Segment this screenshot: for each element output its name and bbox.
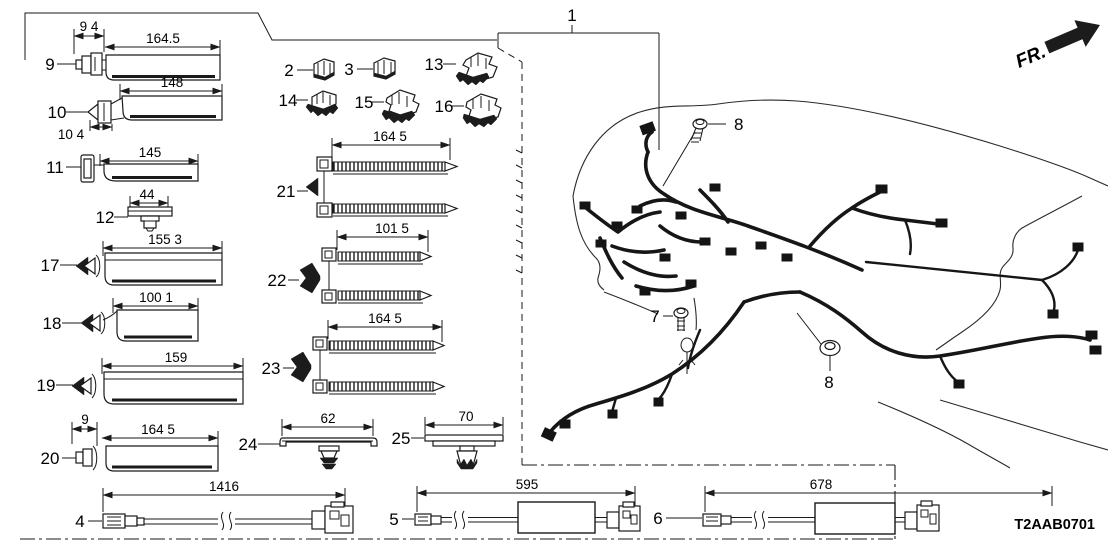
bolt-8-top bbox=[662, 118, 726, 187]
callout-13-label: 13 bbox=[425, 55, 444, 74]
dim-part22-length: 101 5 bbox=[375, 221, 409, 236]
part-18-drawing bbox=[62, 298, 199, 342]
part-12-drawing bbox=[114, 196, 173, 232]
dim-part18-length: 100 1 bbox=[139, 290, 173, 305]
callout-4-label: 4 bbox=[75, 512, 84, 531]
dim-part17-length: 155 3 bbox=[148, 232, 182, 247]
callout-7-label: 7 bbox=[650, 307, 659, 326]
fr-direction-indicator: FR. bbox=[1013, 20, 1100, 73]
callout-10-label: 10 bbox=[48, 103, 67, 122]
callout-3-label: 3 bbox=[344, 60, 353, 79]
callout-8-bottom-label: 8 bbox=[824, 373, 833, 392]
callout-21-label: 21 bbox=[277, 182, 296, 201]
dim-part20-length: 164 5 bbox=[141, 422, 175, 437]
part-20-drawing bbox=[62, 422, 219, 472]
part-19-drawing bbox=[56, 358, 244, 405]
dim-part12-length: 44 bbox=[139, 187, 155, 202]
grommet-8-bottom bbox=[796, 312, 841, 371]
dim-part9-length: 164.5 bbox=[146, 31, 180, 46]
dim-part11-length: 145 bbox=[139, 145, 162, 160]
callout-6-label: 6 bbox=[653, 509, 662, 528]
part-22-drawing bbox=[288, 230, 433, 304]
dim-part24-length: 62 bbox=[320, 411, 335, 426]
dashboard-outline bbox=[572, 99, 1108, 469]
dim-part10-length: 148 bbox=[161, 75, 184, 90]
callout-9-label: 9 bbox=[45, 55, 54, 74]
part-5-drawing bbox=[402, 486, 641, 534]
callout-11-label: 11 bbox=[46, 158, 64, 177]
part-15-drawing bbox=[372, 89, 420, 124]
callout-19-label: 19 bbox=[37, 376, 56, 395]
bolt-7 bbox=[663, 307, 696, 374]
callout-16-label: 16 bbox=[435, 97, 454, 116]
dim-part25-length: 70 bbox=[458, 409, 473, 424]
harness-illustration bbox=[540, 121, 1102, 442]
callout-5-label: 5 bbox=[389, 510, 398, 529]
dim-part10-offset: 10 4 bbox=[58, 127, 85, 142]
part-24-drawing bbox=[258, 419, 378, 470]
fr-arrow-icon bbox=[1044, 20, 1100, 54]
part-16-drawing bbox=[452, 93, 502, 128]
callout-17-label: 17 bbox=[41, 256, 60, 275]
part-23-drawing bbox=[283, 320, 446, 395]
dim-part23-length: 164 5 bbox=[368, 311, 402, 326]
part-3-drawing bbox=[357, 57, 396, 80]
callout-8-top-label: 8 bbox=[734, 115, 743, 134]
callout-20-label: 20 bbox=[41, 449, 60, 468]
callout-14-label: 14 bbox=[279, 91, 298, 110]
part-6-drawing bbox=[666, 486, 1053, 535]
callout-2-label: 2 bbox=[284, 61, 293, 80]
part-25-drawing bbox=[411, 417, 504, 470]
dim-part9-offset: 9 4 bbox=[80, 19, 99, 34]
sheet-border bbox=[20, 12, 896, 540]
callout-25-label: 25 bbox=[392, 429, 411, 448]
part-11-drawing bbox=[66, 154, 199, 183]
dim-part6-length: 678 bbox=[810, 477, 833, 492]
figure-code: T2AAB0701 bbox=[1014, 517, 1095, 533]
callout-22-label: 22 bbox=[268, 271, 287, 290]
dim-part5-length: 595 bbox=[516, 477, 539, 492]
part-9-drawing bbox=[57, 29, 221, 81]
callout-24-label: 24 bbox=[239, 435, 258, 454]
dim-part4-length: 1416 bbox=[209, 479, 239, 494]
dim-part19-length: 159 bbox=[165, 350, 188, 365]
dim-part20-offset: 9 bbox=[81, 412, 89, 427]
part-13-drawing bbox=[443, 52, 498, 86]
part-21-drawing bbox=[297, 138, 459, 218]
part-4-drawing bbox=[88, 488, 354, 534]
part-10-drawing bbox=[66, 84, 223, 131]
callout-15-label: 15 bbox=[355, 93, 374, 112]
callout-23-label: 23 bbox=[262, 359, 281, 378]
view-1-boundary bbox=[498, 25, 660, 150]
part-14-drawing bbox=[296, 90, 339, 117]
callout-1-label: 1 bbox=[567, 6, 576, 25]
fr-label: FR. bbox=[1013, 41, 1049, 72]
part-2-drawing bbox=[297, 58, 335, 81]
dim-part21-length: 164 5 bbox=[373, 129, 407, 144]
callout-18-label: 18 bbox=[43, 314, 62, 333]
callout-12-label: 12 bbox=[96, 208, 115, 227]
part-17-drawing bbox=[60, 241, 223, 286]
